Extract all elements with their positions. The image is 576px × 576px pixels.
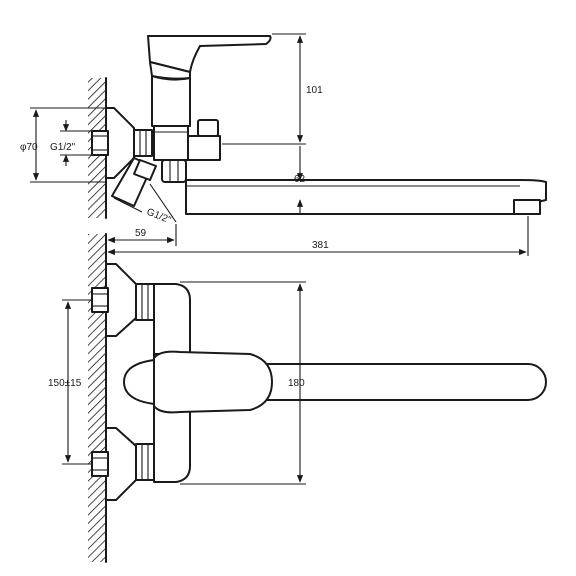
top-view [88, 233, 547, 563]
lever-handle-side [147, 35, 272, 73]
top-view-dimensions: 150±15 180 [48, 281, 306, 485]
dim-180: 180 [288, 378, 305, 389]
flange-upper [105, 263, 137, 337]
wall-hatch-top [88, 234, 106, 562]
lever-handle-top [153, 350, 273, 414]
dim-381: 381 [312, 240, 329, 251]
spout-side [185, 179, 547, 215]
mixer-body-side [151, 75, 191, 127]
dim-thread-angled: G1/2" [145, 207, 173, 227]
dim-59: 59 [135, 228, 147, 239]
dim-62: 62 [294, 174, 306, 185]
dim-thread-top: G1/2" [50, 142, 76, 153]
diverter-button [197, 119, 219, 137]
dim-150: 150±15 [48, 378, 82, 389]
flange-lower [105, 427, 137, 501]
spout-top [187, 363, 547, 401]
dim-phi70: φ70 [20, 142, 38, 153]
dim-101: 101 [306, 85, 323, 96]
side-view [88, 35, 547, 219]
